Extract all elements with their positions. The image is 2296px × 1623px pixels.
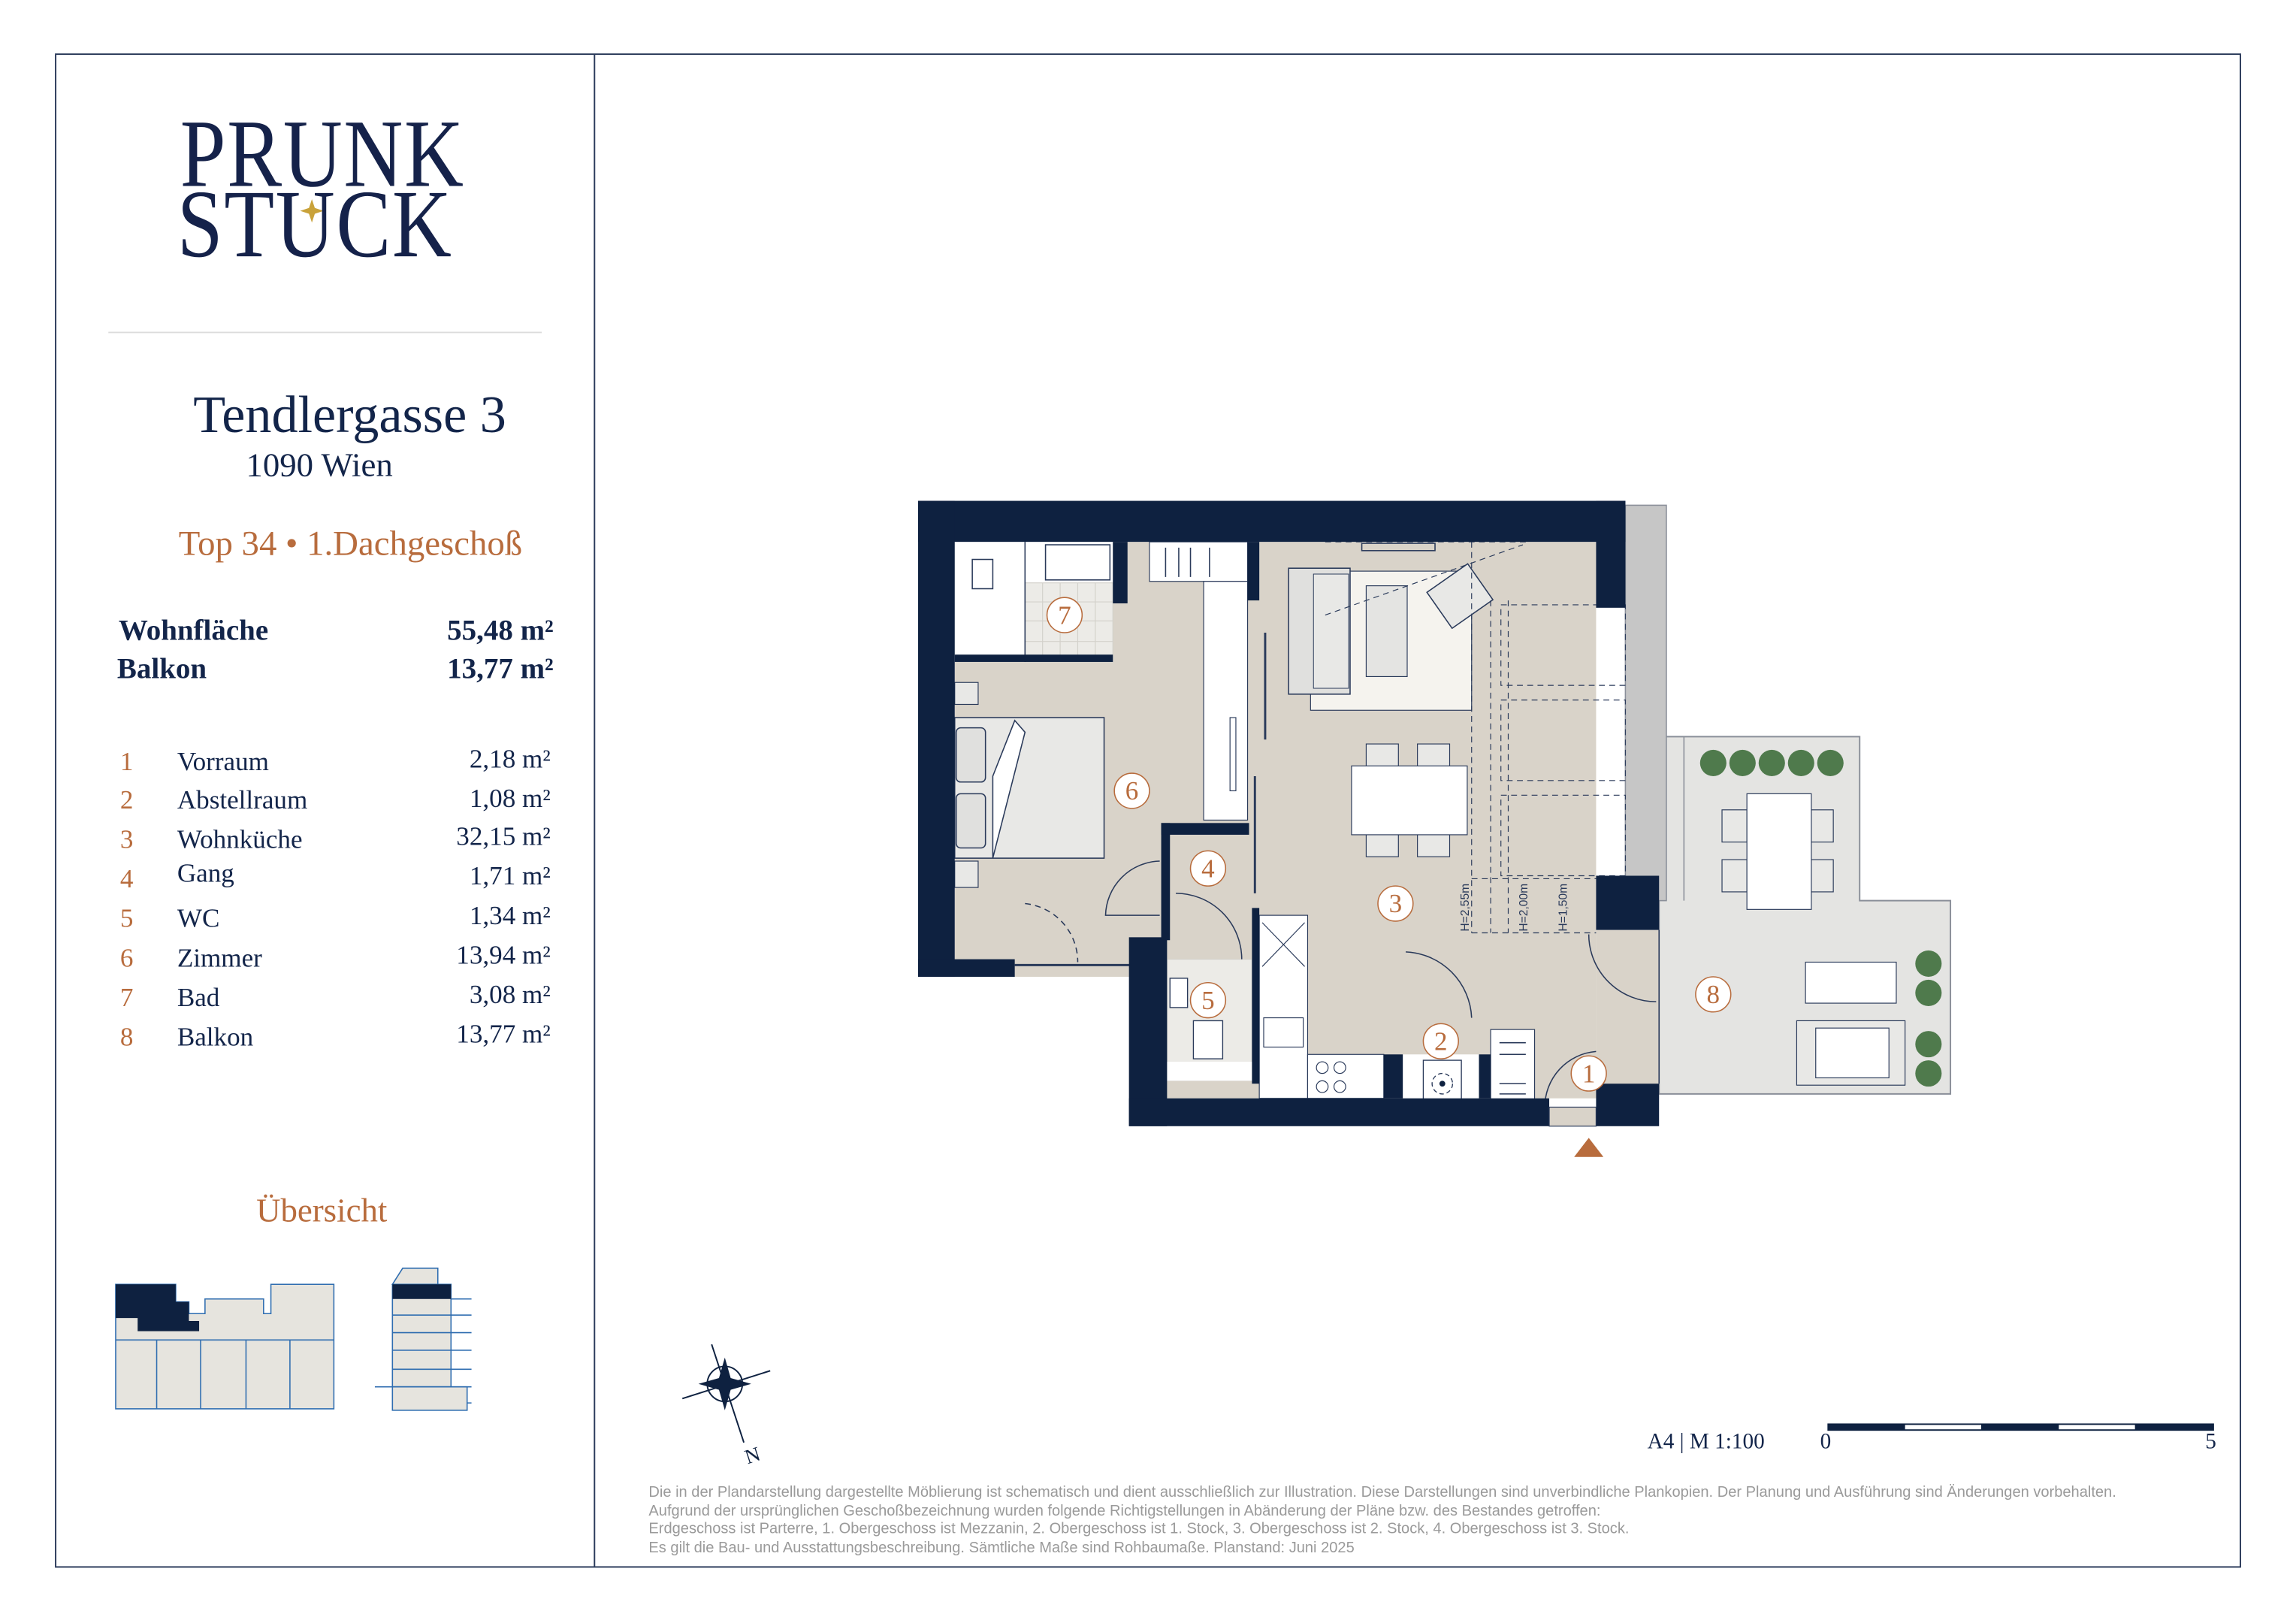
disclaimer: Die in der Plandarstellung dargestellte … <box>648 1485 2116 1558</box>
summary-label: Balkon <box>116 653 207 686</box>
summary-value: 55,48 m² <box>447 615 554 648</box>
room-badge-4: 4 <box>1189 850 1227 887</box>
room-area: 1,71 m² <box>469 861 551 890</box>
window-strip <box>1624 504 1667 902</box>
entrance-threshold <box>1548 1106 1597 1127</box>
room-number: 8 <box>119 1022 134 1052</box>
scale-bar <box>1827 1423 2214 1431</box>
room-number: 2 <box>119 784 134 815</box>
scale-start: 0 <box>1820 1431 1832 1455</box>
svg-text:4: 4 <box>1201 854 1215 883</box>
room-number: 6 <box>119 943 134 973</box>
overview-section <box>374 1268 472 1411</box>
room-badge-7: 7 <box>1046 597 1083 633</box>
compass-north-label: N <box>742 1443 763 1469</box>
room-badges: 1 2 3 4 5 6 7 8 <box>1046 597 1732 1092</box>
logo-line-2: STUCK <box>177 171 453 279</box>
logo-star-icon <box>300 199 324 223</box>
address-city: 1090 Wien <box>246 446 393 484</box>
room-name: Abstellraum <box>177 784 308 815</box>
room-area: 1,34 m² <box>469 900 551 930</box>
kitchen <box>1258 914 1385 1099</box>
sheet-frame <box>55 53 2241 1568</box>
room-number: 4 <box>119 863 134 893</box>
address-street: Tendlergasse 3 <box>193 385 506 444</box>
room-number: 3 <box>119 824 134 854</box>
summary-label: Wohnfläche <box>118 615 269 648</box>
room-number: 7 <box>119 982 134 1012</box>
room-number: 1 <box>119 746 134 776</box>
tv-icon <box>1361 543 1436 552</box>
room-badge-5: 5 <box>1189 981 1227 1019</box>
svg-text:7: 7 <box>1058 600 1071 630</box>
dining-set <box>1351 743 1468 857</box>
disclaimer-line: Erdgeschoss ist Parterre, 1. Obergeschos… <box>648 1522 1630 1538</box>
room-badge-1: 1 <box>1570 1055 1607 1092</box>
doors <box>1104 860 1660 1108</box>
svg-text:5: 5 <box>1201 986 1215 1015</box>
summary-value: 13,77 m² <box>447 653 554 686</box>
room-name: Vorraum <box>177 746 269 776</box>
logo-line-1: PRUNK <box>180 101 465 208</box>
svg-text:2: 2 <box>1434 1026 1448 1056</box>
compass-icon <box>681 1343 771 1443</box>
slope-lines <box>1325 541 1626 934</box>
coffee-table <box>1365 585 1408 678</box>
walls <box>918 500 1660 1126</box>
room-badge-2: 2 <box>1422 1023 1459 1059</box>
room-badge-3: 3 <box>1377 885 1414 922</box>
room-area: 1,08 m² <box>469 783 551 813</box>
room-name: WC <box>177 903 220 933</box>
armchair <box>1426 563 1494 630</box>
height-label: H=1,50m <box>1557 884 1569 932</box>
room-name: Bad <box>177 982 220 1012</box>
plant-icons <box>1699 749 1942 1087</box>
disclaimer-line: Die in der Plandarstellung dargestellte … <box>648 1485 2116 1501</box>
disclaimer-line: Es gilt die Bau- und Ausstattungsbeschre… <box>648 1540 1355 1557</box>
shower-icon <box>971 558 994 590</box>
room-badge-6: 6 <box>1113 772 1150 809</box>
room-name: Zimmer <box>177 943 262 973</box>
disclaimer-line: Aufgrund der ursprünglichen Geschoßbezei… <box>648 1503 1601 1520</box>
room-area: 3,08 m² <box>469 979 551 1009</box>
overview-title: Übersicht <box>256 1192 388 1229</box>
svg-text:6: 6 <box>1125 776 1139 805</box>
boiler-icon <box>1431 1072 1454 1095</box>
room-area: 2,18 m² <box>469 744 551 774</box>
entrance-arrow-icon <box>1574 1138 1604 1157</box>
balcony-furniture <box>1721 793 1906 1086</box>
wardrobe <box>1149 541 1249 582</box>
room-name: Gang <box>177 858 234 888</box>
floor-plan: H=2,55m H=2,00m H=1,50m <box>878 500 1952 1157</box>
svg-text:3: 3 <box>1389 889 1403 918</box>
room-name: Wohnküche <box>177 824 303 854</box>
room-area: 13,77 m² <box>456 1019 551 1049</box>
room-badge-8: 8 <box>1695 976 1732 1013</box>
scale-end: 5 <box>2205 1431 2216 1455</box>
overview-site-plan <box>115 1283 335 1410</box>
room-area: 32,15 m² <box>456 821 551 851</box>
svg-text:1: 1 <box>1582 1059 1596 1088</box>
room-area: 13,94 m² <box>456 940 551 970</box>
room-number: 5 <box>119 903 134 933</box>
room-name: Balkon <box>177 1022 254 1052</box>
unit-title: Top 34 • 1.Dachgeschoß <box>178 525 523 564</box>
toilet-icon <box>1192 1020 1224 1059</box>
height-label: H=2,55m <box>1459 884 1472 932</box>
sink-icon <box>1044 544 1111 581</box>
scale-label: A4 | M 1:100 <box>1647 1431 1765 1455</box>
height-label: H=2,00m <box>1518 884 1530 932</box>
svg-text:8: 8 <box>1707 980 1720 1009</box>
